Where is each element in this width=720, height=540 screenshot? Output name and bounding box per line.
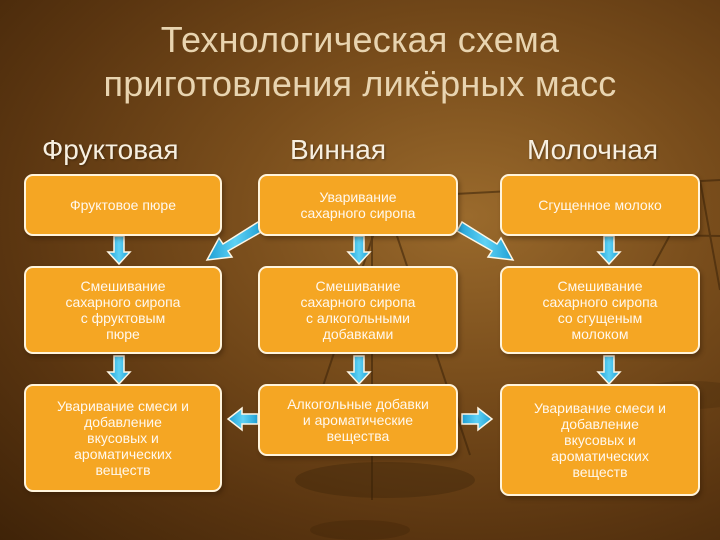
box-syrup-boil: Уваривание сахарного сиропа <box>258 174 458 236</box>
box-boil-fruit: Уваривание смеси и добавление вкусовых и… <box>24 384 222 492</box>
column-header-fruit: Фруктовая <box>42 134 179 165</box>
column-header-milk: Молочная <box>527 134 658 165</box>
column-header-wine: Винная <box>290 134 386 165</box>
title-line-1: Технологическая схема <box>160 19 560 60</box>
box-mix-milk: Смешивание сахарного сиропа со сгущеным … <box>500 266 700 354</box>
box-alcohol-additives: Алкогольные добавки и ароматические веще… <box>258 384 458 456</box>
box-mix-fruit: Смешивание сахарного сиропа с фруктовым … <box>24 266 222 354</box>
box-fruit-puree: Фруктовое пюре <box>24 174 222 236</box>
title-line-2: приготовления ликёрных масс <box>103 63 617 104</box>
box-condensed-milk: Сгущенное молоко <box>500 174 700 236</box>
box-boil-milk: Уваривание смеси и добавление вкусовых и… <box>500 384 700 496</box>
box-mix-alcohol: Смешивание сахарного сиропа с алкогольны… <box>258 266 458 354</box>
page-title: Технологическая схема приготовления ликё… <box>0 18 720 106</box>
